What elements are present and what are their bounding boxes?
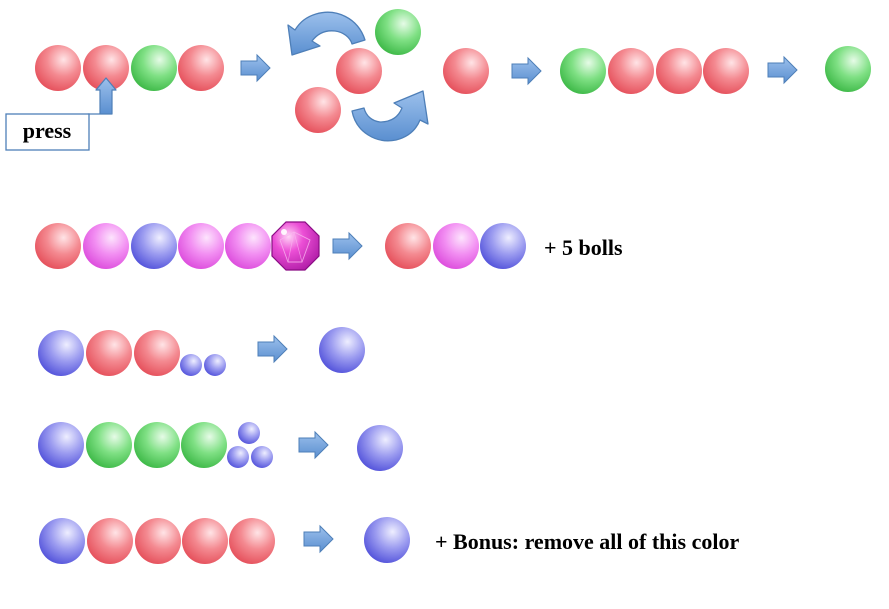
ball-blue (38, 330, 84, 376)
ball-red (134, 330, 180, 376)
ball-red (35, 45, 81, 91)
small-ball-blue (251, 446, 273, 468)
step-arrow (767, 55, 798, 85)
step-arrow (303, 524, 334, 554)
small-ball-blue (204, 354, 226, 376)
ball-red (385, 223, 431, 269)
small-ball-blue (180, 354, 202, 376)
row-two-small-rule (38, 327, 365, 376)
ball-green (375, 9, 421, 55)
ball-blue (38, 422, 84, 468)
step-arrow (257, 334, 288, 364)
step-arrow (298, 430, 329, 460)
ball-red (35, 223, 81, 269)
rotate-arrow-bottom (351, 90, 429, 142)
ball-red (295, 87, 341, 133)
bonus-label: + Bonus: remove all of this color (435, 529, 739, 554)
ball-red (608, 48, 654, 94)
ball-magenta (83, 223, 129, 269)
small-ball-blue (238, 422, 260, 444)
ball-blue (39, 518, 85, 564)
ball-green (825, 46, 871, 92)
row-bonus-rule: + Bonus: remove all of this color (39, 517, 739, 564)
ball-red (656, 48, 702, 94)
ball-red (703, 48, 749, 94)
ball-green (134, 422, 180, 468)
ball-red[interactable] (83, 45, 129, 91)
ball-blue (131, 223, 177, 269)
press-box (5, 113, 90, 151)
step-arrow (511, 56, 542, 86)
ball-magenta (433, 223, 479, 269)
row-gem-rule: + 5 bolls (35, 221, 623, 271)
ball-green (131, 45, 177, 91)
plus-balls-label: + 5 bolls (544, 235, 623, 260)
step-arrow (332, 231, 363, 261)
ball-red (336, 48, 382, 94)
ball-magenta (178, 223, 224, 269)
ball-red (87, 518, 133, 564)
ball-red (86, 330, 132, 376)
rotate-swap-illustration (287, 9, 429, 142)
ball-red (443, 48, 489, 94)
press-callout: press (5, 77, 117, 151)
ball-magenta (225, 223, 271, 269)
ball-red (182, 518, 228, 564)
ball-blue (364, 517, 410, 563)
row-swap-rule: press (5, 9, 871, 151)
small-ball-blue (227, 446, 249, 468)
press-label: press (23, 118, 72, 143)
ball-red (135, 518, 181, 564)
ball-blue (319, 327, 365, 373)
row-three-small-rule (38, 422, 403, 471)
ball-green (86, 422, 132, 468)
ball-blue (357, 425, 403, 471)
ball-green (181, 422, 227, 468)
rotate-arrow-top (287, 11, 366, 56)
callout-pointer (87, 77, 117, 115)
ball-blue (480, 223, 526, 269)
ball-green (560, 48, 606, 94)
gem-icon (271, 221, 320, 271)
ball-red (178, 45, 224, 91)
ball-red (229, 518, 275, 564)
step-arrow (240, 53, 271, 83)
